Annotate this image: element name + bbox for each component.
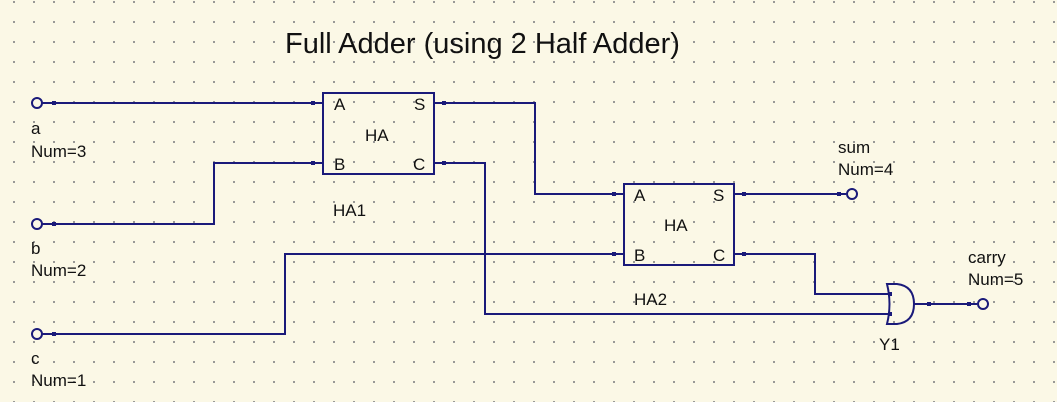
input-terminal-c[interactable] <box>31 328 43 340</box>
pin-marker <box>612 252 616 256</box>
or-gate-y1[interactable] <box>885 283 931 325</box>
ha1-ref-label: HA1 <box>333 201 367 220</box>
input-a-name: a <box>31 119 41 138</box>
wires <box>42 102 977 335</box>
half-adder-2-body <box>623 183 735 266</box>
input-a-num: Num=3 <box>31 142 87 161</box>
wire-c <box>42 253 614 335</box>
ha1-pin-b-label: B <box>334 155 346 174</box>
ha1-pin-c-label: C <box>413 155 426 174</box>
ha1-pin-a-label: A <box>334 95 346 114</box>
pin-marker <box>888 292 892 296</box>
ha1-pin-s-label: S <box>414 95 426 114</box>
diagram-title: Full Adder (using 2 Half Adder) <box>285 28 680 60</box>
ha2-pin-a-label: A <box>634 186 646 205</box>
input-b-num: Num=2 <box>31 261 87 280</box>
ha2-pin-s-label: S <box>713 186 725 205</box>
pin-marker <box>888 312 892 316</box>
pin-marker <box>52 101 56 105</box>
pin-marker <box>311 161 315 165</box>
pin-marker <box>967 302 971 306</box>
pin-marker <box>442 101 446 105</box>
wire-b <box>42 162 313 225</box>
pin-marker <box>927 302 931 306</box>
ha2-pin-c-label: C <box>713 246 726 265</box>
or-gate-body <box>885 283 916 325</box>
ha2-pin-b-label: B <box>634 246 646 265</box>
pin-marker <box>837 192 841 196</box>
pin-marker <box>52 222 56 226</box>
or-gate-ref-label: Y1 <box>879 335 900 354</box>
pin-marker <box>442 161 446 165</box>
pin-marker <box>742 192 746 196</box>
output-carry-name: carry <box>968 248 1006 267</box>
input-terminal-a[interactable] <box>31 97 43 109</box>
half-adder-2[interactable] <box>612 183 746 266</box>
input-terminal-b[interactable] <box>31 218 43 230</box>
output-terminal-carry[interactable] <box>977 298 989 310</box>
pin-marker <box>52 332 56 336</box>
terminals <box>31 97 989 340</box>
output-sum-name: sum <box>838 138 871 157</box>
ha1-type-label: HA <box>365 126 389 145</box>
wire-ha2-c <box>744 253 891 295</box>
wire-ha1-s <box>444 102 614 195</box>
input-c-name: c <box>31 349 40 368</box>
wire-ha1-c <box>444 162 891 315</box>
input-b-name: b <box>31 239 41 258</box>
pin-marker <box>742 252 746 256</box>
output-carry-num: Num=5 <box>968 270 1024 289</box>
ha2-type-label: HA <box>664 216 688 235</box>
output-sum-num: Num=4 <box>838 160 894 179</box>
ha2-ref-label: HA2 <box>634 290 668 309</box>
pin-marker <box>311 101 315 105</box>
half-adder-1[interactable] <box>311 92 446 175</box>
output-terminal-sum[interactable] <box>846 188 858 200</box>
half-adder-1-body <box>322 92 435 175</box>
pin-marker <box>612 192 616 196</box>
input-c-num: Num=1 <box>31 371 87 390</box>
